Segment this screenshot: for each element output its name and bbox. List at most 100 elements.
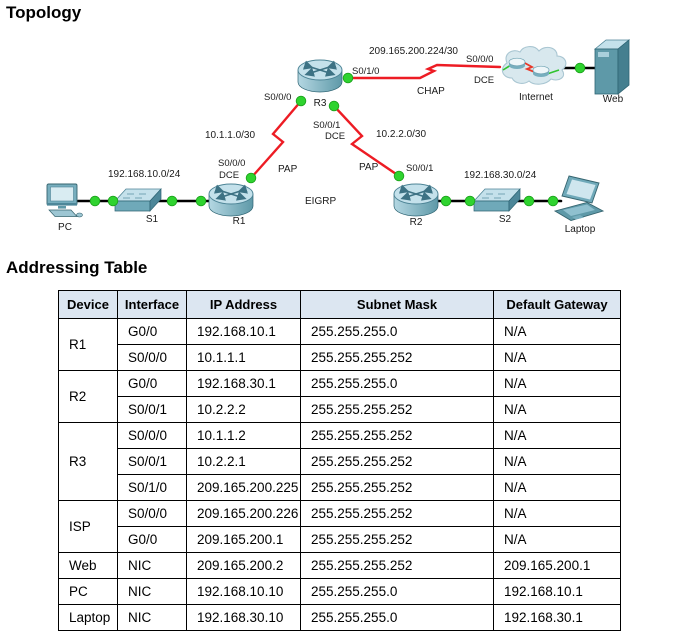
cell-interface: G0/0	[117, 370, 187, 397]
cell-ip: 10.1.1.2	[186, 422, 301, 449]
cell-mask: 255.255.255.252	[300, 500, 494, 527]
switch-icon	[114, 188, 162, 212]
cell-interface: S0/0/0	[117, 344, 187, 371]
device-label-s1: S1	[146, 214, 159, 225]
table-row: Laptop NIC 192.168.30.10 255.255.255.0 1…	[58, 604, 621, 631]
router-icon	[394, 184, 438, 216]
router-icon	[209, 184, 253, 216]
header-gateway: Default Gateway	[493, 290, 621, 319]
cell-ip: 10.1.1.1	[186, 344, 301, 371]
table-row: ISP S0/0/0 209.165.200.226 255.255.255.2…	[58, 500, 621, 553]
label-network-wan-top: 209.165.200.224/30	[369, 46, 458, 57]
cell-interface: S0/0/1	[117, 396, 187, 423]
device-label-r3: R3	[314, 98, 327, 109]
cell-gateway: N/A	[493, 500, 621, 527]
label-r1-s000: S0/0/0	[218, 158, 245, 169]
link-status-icon	[342, 72, 354, 84]
router-icon	[298, 60, 342, 92]
cell-interface: G0/0	[117, 526, 187, 553]
cell-gateway: N/A	[493, 344, 621, 371]
device-label-internet: Internet	[519, 92, 553, 103]
label-pap-right: PAP	[359, 162, 379, 173]
addressing-table-heading: Addressing Table	[6, 258, 148, 277]
topology-diagram: 209.165.200.224/30 S0/1/0 S0/0/0 DCE CHA…	[46, 39, 631, 235]
label-r1-dce: DCE	[219, 170, 239, 181]
cell-mask: 255.255.255.252	[300, 448, 494, 475]
table-row: Web NIC 209.165.200.2 255.255.255.252 20…	[58, 552, 621, 579]
cell-device: R3	[58, 422, 118, 501]
cell-ip: 209.165.200.1	[186, 526, 301, 553]
device-label-s2: S2	[499, 214, 512, 225]
device-label-laptop: Laptop	[565, 224, 596, 235]
cell-mask: 255.255.255.252	[300, 422, 494, 449]
cell-ip: 209.165.200.225	[186, 474, 301, 501]
device-label-web: Web	[603, 94, 624, 105]
table-row: G0/0 209.165.200.1 255.255.255.252 N/A	[59, 526, 621, 553]
cell-interface: S0/0/0	[117, 422, 187, 449]
cell-mask: 255.255.255.0	[300, 318, 494, 345]
cell-mask: 255.255.255.252	[300, 474, 494, 501]
cell-mask: 255.255.255.252	[300, 344, 494, 371]
cloud-icon	[501, 46, 567, 85]
cell-interface: S0/0/1	[117, 448, 187, 475]
label-isp-dce: DCE	[474, 75, 494, 86]
table-header-row: Device Interface IP Address Subnet Mask …	[58, 290, 621, 319]
cell-ip: 192.168.30.1	[186, 370, 301, 397]
label-eigrp: EIGRP	[305, 196, 336, 207]
cell-ip: 209.165.200.2	[186, 552, 301, 579]
table-row: R3 S0/0/0 10.1.1.2 255.255.255.252 N/A	[58, 422, 621, 501]
table-row: R1 G0/0 192.168.10.1 255.255.255.0 N/A	[58, 318, 621, 371]
label-isp-s000: S0/0/0	[466, 54, 493, 65]
table-row: S0/0/1 10.2.2.2 255.255.255.252 N/A	[59, 396, 621, 423]
table-row: S0/0/1 10.2.2.1 255.255.255.252 N/A	[59, 448, 621, 475]
cell-mask: 255.255.255.252	[300, 526, 494, 553]
label-chap: CHAP	[417, 86, 445, 97]
serial-link-r1-r3	[249, 99, 303, 180]
header-interface: Interface	[117, 290, 187, 319]
link-status-icon	[464, 195, 476, 207]
cell-gateway: N/A	[493, 396, 621, 423]
link-status-icon	[195, 195, 207, 207]
cell-gateway: N/A	[493, 318, 621, 345]
cell-interface: NIC	[117, 604, 187, 631]
header-device: Device	[58, 290, 118, 319]
cell-gateway: N/A	[493, 370, 621, 397]
cell-ip: 192.168.30.10	[186, 604, 301, 631]
label-r2-s001: S0/0/1	[406, 163, 433, 174]
cell-interface: G0/0	[117, 318, 187, 345]
label-network-lan-left: 192.168.10.0/24	[108, 169, 181, 180]
device-label-pc: PC	[58, 222, 72, 233]
header-ip: IP Address	[186, 290, 301, 319]
cell-device: R1	[58, 318, 118, 371]
cell-ip: 209.165.200.226	[186, 500, 301, 527]
cell-gateway: 192.168.30.1	[493, 604, 621, 631]
label-network-wan-left: 10.1.1.0/30	[205, 130, 255, 141]
topology-heading: Topology	[6, 3, 82, 22]
cell-gateway: N/A	[493, 448, 621, 475]
table-row: R2 G0/0 192.168.30.1 255.255.255.0 N/A	[58, 370, 621, 423]
cell-ip: 192.168.10.10	[186, 578, 301, 605]
serial-link-r3-r2	[332, 104, 401, 178]
table-row: S0/1/0 209.165.200.225 255.255.255.252 N…	[59, 474, 621, 501]
link-status-icon	[328, 100, 340, 112]
cell-interface: NIC	[117, 552, 187, 579]
table-row: S0/0/0 10.1.1.1 255.255.255.252 N/A	[59, 344, 621, 371]
link-status-icon	[574, 62, 586, 74]
label-r3-s001: S0/0/1	[313, 120, 340, 131]
serial-link-r3-internet	[346, 63, 502, 80]
cell-device: Laptop	[58, 604, 118, 631]
cell-gateway: N/A	[493, 474, 621, 501]
label-pap-left: PAP	[278, 164, 298, 175]
device-label-r2: R2	[410, 217, 423, 228]
label-r3-s010: S0/1/0	[352, 66, 379, 77]
cell-gateway: N/A	[493, 422, 621, 449]
link-status-icon	[440, 195, 452, 207]
link-status-icon	[245, 172, 257, 184]
pc-icon	[46, 183, 83, 218]
link-status-icon	[107, 195, 119, 207]
laptop-icon	[553, 175, 605, 221]
cell-ip: 10.2.2.1	[186, 448, 301, 475]
label-network-lan-right: 192.168.30.0/24	[464, 170, 537, 181]
link-status-icon	[166, 195, 178, 207]
